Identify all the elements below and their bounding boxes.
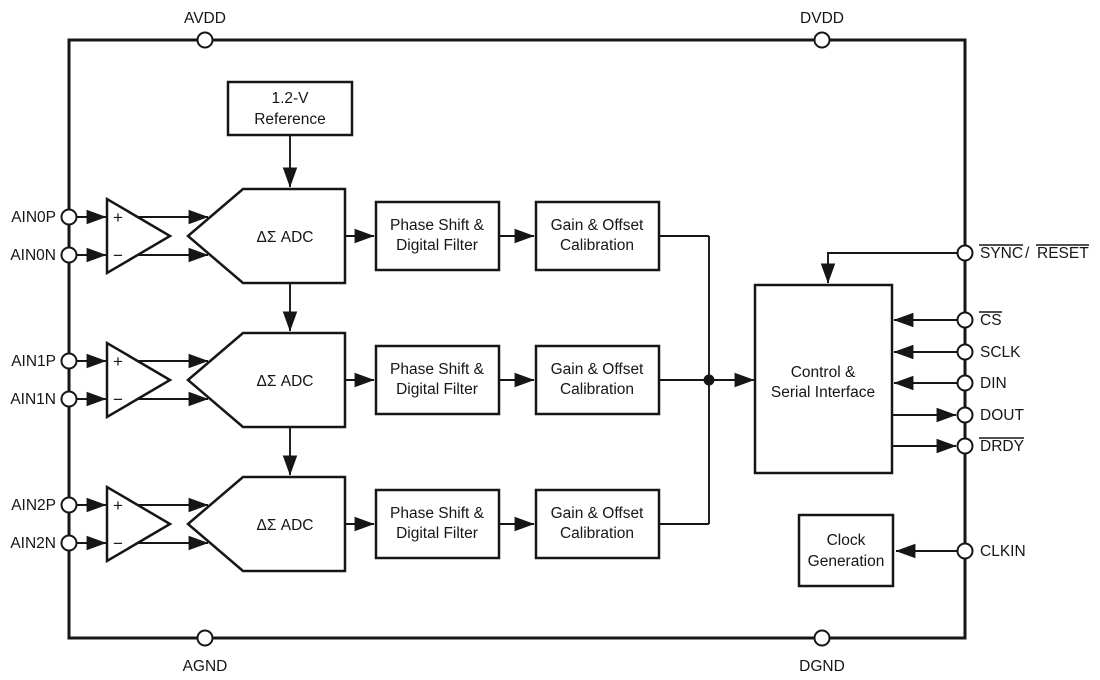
- power-pin-agnd: AGND: [183, 629, 228, 675]
- avdd-pin-circle: [196, 31, 214, 49]
- gain-cal-line2: Calibration: [560, 237, 634, 254]
- control-block: Control & Serial Interface: [753, 283, 894, 475]
- dgnd-pin-circle: [813, 629, 831, 647]
- ain1p-pin-circle: [60, 352, 78, 370]
- adc-label: ΔΣ ADC: [257, 229, 314, 246]
- gain-cal-line1: Gain & Offset: [551, 361, 644, 378]
- channel-0: AIN0P AIN0N + − ΔΣ ADC Phase Shift & Dig…: [10, 187, 661, 285]
- ain2n-pin-circle: [60, 534, 78, 552]
- dvdd-pin-circle: [813, 31, 831, 49]
- clock-box: [797, 513, 895, 588]
- reference-line1: 1.2-V: [271, 90, 309, 107]
- dout-pin-circle: [956, 406, 974, 424]
- ain0p-label: AIN0P: [11, 209, 56, 226]
- sync-reset-separator: /: [1025, 245, 1030, 262]
- amp-minus-sign: −: [113, 390, 123, 409]
- phase-filter-box: [374, 344, 501, 416]
- phase-filter-box: [374, 200, 501, 272]
- control-box: [753, 283, 894, 475]
- amp-plus-sign: +: [113, 208, 123, 227]
- dgnd-label: DGND: [799, 658, 845, 675]
- pin-cs: CS: [893, 311, 1002, 329]
- pin-drdy: DRDY: [892, 437, 1024, 455]
- drdy-pin-circle: [956, 437, 974, 455]
- power-pin-dgnd: DGND: [799, 629, 845, 675]
- amp-minus-sign: −: [113, 534, 123, 553]
- gain-cal-line1: Gain & Offset: [551, 505, 644, 522]
- adc-label: ΔΣ ADC: [257, 373, 314, 390]
- pin-sclk: SCLK: [893, 343, 1021, 361]
- power-pin-avdd: AVDD: [184, 10, 226, 49]
- drdy-label: DRDY: [980, 438, 1024, 455]
- ain0n-label: AIN0N: [10, 247, 56, 264]
- gain-cal-line2: Calibration: [560, 381, 634, 398]
- sync-reset-pin-circle: [956, 244, 974, 262]
- phase-filter-box: [374, 488, 501, 560]
- gain-cal-box: [534, 488, 661, 560]
- agnd-label: AGND: [183, 658, 228, 675]
- sclk-pin-circle: [956, 343, 974, 361]
- channel-2: AIN2P AIN2N + − ΔΣ ADC Phase Shift & Dig…: [10, 475, 661, 573]
- control-line1: Control &: [791, 364, 856, 381]
- clock-block: Clock Generation: [797, 513, 895, 588]
- phase-filter-line2: Digital Filter: [396, 381, 478, 398]
- clock-line1: Clock: [827, 532, 866, 549]
- ain0n-pin-circle: [60, 246, 78, 264]
- pin-dout: DOUT: [892, 406, 1024, 424]
- ain1n-label: AIN1N: [10, 391, 56, 408]
- pin-din: DIN: [893, 374, 1007, 392]
- adc-label: ΔΣ ADC: [257, 517, 314, 534]
- din-label: DIN: [980, 375, 1007, 392]
- clkin-pin-circle: [956, 542, 974, 560]
- gain-cal-box: [534, 200, 661, 272]
- cs-label: CS: [980, 312, 1002, 329]
- dvdd-label: DVDD: [800, 10, 844, 27]
- gain-cal-box: [534, 344, 661, 416]
- phase-filter-line2: Digital Filter: [396, 237, 478, 254]
- reset-label: RESET: [1037, 245, 1089, 262]
- bus-junction-dot: [703, 374, 715, 386]
- ain2n-label: AIN2N: [10, 535, 56, 552]
- gain-cal-line2: Calibration: [560, 525, 634, 542]
- gain-cal-line1: Gain & Offset: [551, 217, 644, 234]
- phase-filter-line2: Digital Filter: [396, 525, 478, 542]
- ain0p-pin-circle: [60, 208, 78, 226]
- pin-clkin: CLKIN: [895, 542, 1026, 560]
- cs-pin-circle: [956, 311, 974, 329]
- sync-label: SYNC: [980, 245, 1023, 262]
- avdd-label: AVDD: [184, 10, 226, 27]
- dout-label: DOUT: [980, 407, 1024, 424]
- ain2p-pin-circle: [60, 496, 78, 514]
- amp-plus-sign: +: [113, 496, 123, 515]
- agnd-pin-circle: [196, 629, 214, 647]
- phase-filter-line1: Phase Shift &: [390, 361, 485, 378]
- channel-1: AIN1P AIN1N + − ΔΣ ADC Phase Shift & Dig…: [10, 331, 661, 429]
- ain1n-pin-circle: [60, 390, 78, 408]
- din-pin-circle: [956, 374, 974, 392]
- control-line2: Serial Interface: [771, 384, 875, 401]
- amp-plus-sign: +: [113, 352, 123, 371]
- ain1p-label: AIN1P: [11, 353, 56, 370]
- sync-reset-arrow: [820, 252, 958, 284]
- phase-filter-line1: Phase Shift &: [390, 217, 485, 234]
- phase-filter-line1: Phase Shift &: [390, 505, 485, 522]
- pin-sync-reset: SYNC / RESET: [820, 244, 1089, 284]
- reference-line2: Reference: [254, 111, 326, 128]
- calibration-output-bus: [659, 235, 755, 525]
- amp-minus-sign: −: [113, 246, 123, 265]
- clkin-label: CLKIN: [980, 543, 1026, 560]
- ain2p-label: AIN2P: [11, 497, 56, 514]
- sclk-label: SCLK: [980, 344, 1021, 361]
- reference-block: 1.2-V Reference: [226, 80, 354, 137]
- reference-box: [226, 80, 354, 137]
- clock-line2: Generation: [808, 553, 885, 570]
- power-pin-dvdd: DVDD: [800, 10, 844, 49]
- chip-boundary: [67, 38, 967, 640]
